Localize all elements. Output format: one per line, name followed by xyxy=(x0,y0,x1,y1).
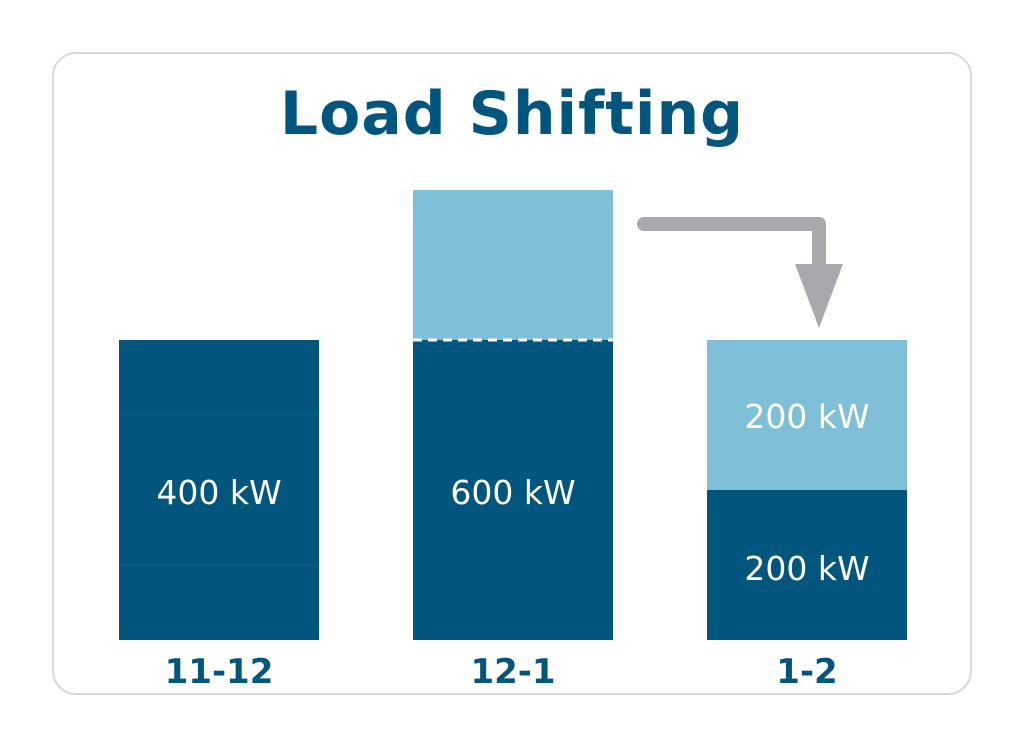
bar-1-2-base xyxy=(707,490,907,640)
data-label-11-12: 400 kW xyxy=(156,473,281,512)
shift-arrow-line xyxy=(637,217,826,275)
chart-title: Load Shifting xyxy=(279,79,745,149)
bar-11-12 xyxy=(119,340,319,640)
data-label-1-2-shifted: 200 kW xyxy=(744,397,869,436)
shift-arrow-head xyxy=(795,264,843,328)
category-label-12-1: 12-1 xyxy=(470,652,555,692)
data-label-1-2-base: 200 kW xyxy=(744,549,869,588)
bar-12-1-shifted xyxy=(413,190,613,340)
bar-12-1-base xyxy=(413,340,613,640)
category-label-1-2: 1-2 xyxy=(776,652,837,692)
bar-1-2-shifted xyxy=(707,340,907,490)
category-label-11-12: 11-12 xyxy=(165,652,274,692)
data-label-12-1: 600 kW xyxy=(450,473,575,512)
